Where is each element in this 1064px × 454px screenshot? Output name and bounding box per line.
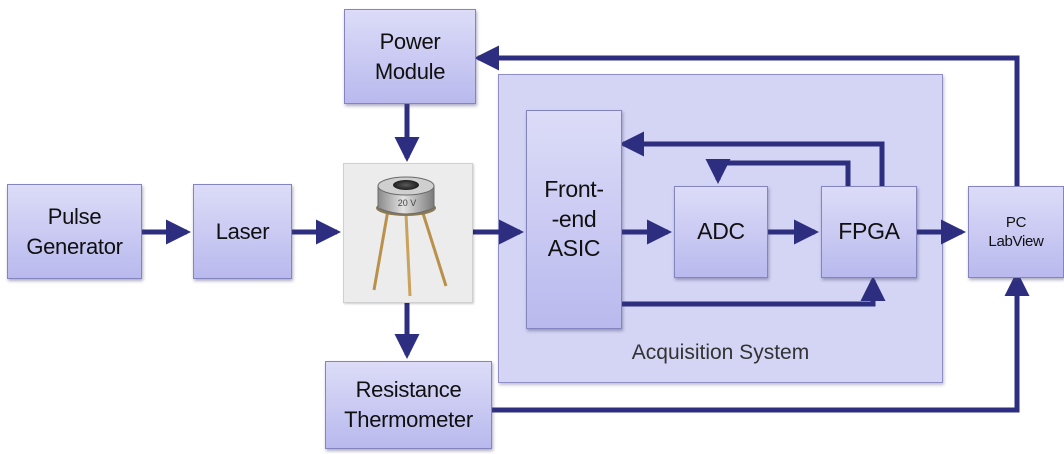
resistance-thermometer-block: Resistance Thermometer xyxy=(325,361,492,449)
pulse-generator-block: Pulse Generator xyxy=(7,184,142,279)
acquisition-system-label: Acquisition System xyxy=(631,341,810,364)
arrow-frontend-to-fpga-bottom xyxy=(622,275,886,307)
arrow-pc-to-power xyxy=(473,45,1020,186)
laser-block: Laser xyxy=(193,184,292,279)
pc-labview-block: PC LabView xyxy=(968,186,1064,278)
fpga-block: FPGA xyxy=(821,186,917,278)
photodiode-photo: 20 V xyxy=(343,163,473,303)
arrow-fpga-to-frontend-feedback xyxy=(618,131,885,186)
arrow-fpga-to-adc-feedback xyxy=(705,159,851,186)
photodiode-marking: 20 V xyxy=(398,198,417,208)
power-module-block: Power Module xyxy=(344,9,476,104)
adc-block: ADC xyxy=(674,186,768,278)
photodiode-illustration: 20 V xyxy=(372,176,448,297)
front-end-asic-block: Front- -end ASIC xyxy=(526,110,622,329)
arrow-thermometer-to-pc xyxy=(478,270,1030,413)
